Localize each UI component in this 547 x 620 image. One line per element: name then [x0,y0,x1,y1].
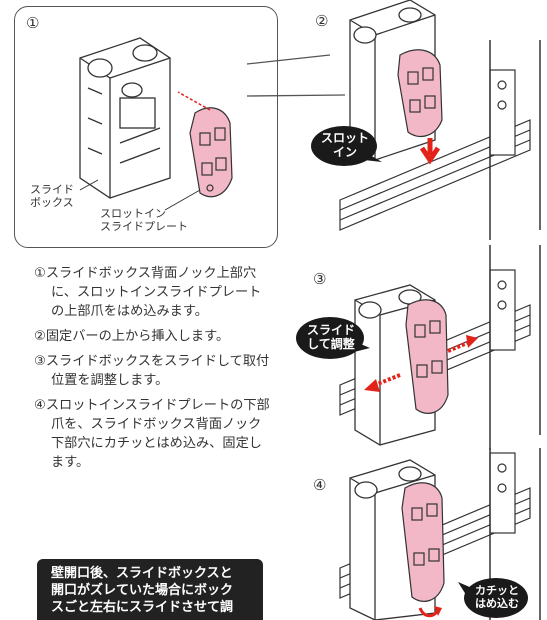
figure-1-illustration [79,37,233,199]
slide-box [79,37,171,199]
step-list: ①スライドボックス背面ノック上部穴に、スロットインスライドプレートの上部爪をはめ… [34,264,274,478]
figure-2-number: ② [315,12,329,30]
callout-snap-bg [458,578,528,618]
step-2: ②固定バーの上から挿入します。 [34,329,230,344]
callout-slide-adjust-bg [296,317,370,359]
figure-3-number: ③ [313,270,327,288]
figure-4-illustration [339,448,541,620]
figure-3-illustration [339,245,541,450]
step-4: ④スロットインスライドプレートの下部爪を、スライドボックス背面ノック下部穴にカチ… [34,398,270,470]
callout-snap: カチッと はめ込む [475,584,519,610]
figure-2-illustration [339,0,541,240]
note-box: 壁開口後、スライドボックスと 開口がズレていた場合にボック スごと左右にスライド… [37,559,263,620]
slide-plate [189,107,233,198]
slide-plate [397,49,443,138]
callout-slot-in-bg [311,126,382,166]
label-slide-box: スライド ボックス [30,183,74,209]
step-3: ③スライドボックスをスライドして取付位置を調整します。 [34,354,270,388]
down-arrow [419,138,441,165]
step-1: ①スライドボックス背面ノック上部穴に、スロットインスライドプレートの上部爪をはめ… [34,266,262,319]
callout-slide-adjust: スライド して調整 [306,323,355,351]
slide-plate [405,299,449,414]
insert-guide-line [177,91,211,111]
label-slot-in-plate: スロットイン スライドプレート [100,207,188,233]
figure-1-number: ① [26,14,40,32]
figure-4-number: ④ [313,476,327,494]
slide-plate [401,482,445,602]
callout-slot-in: スロット イン [320,131,369,159]
mounting-bar [339,69,531,231]
